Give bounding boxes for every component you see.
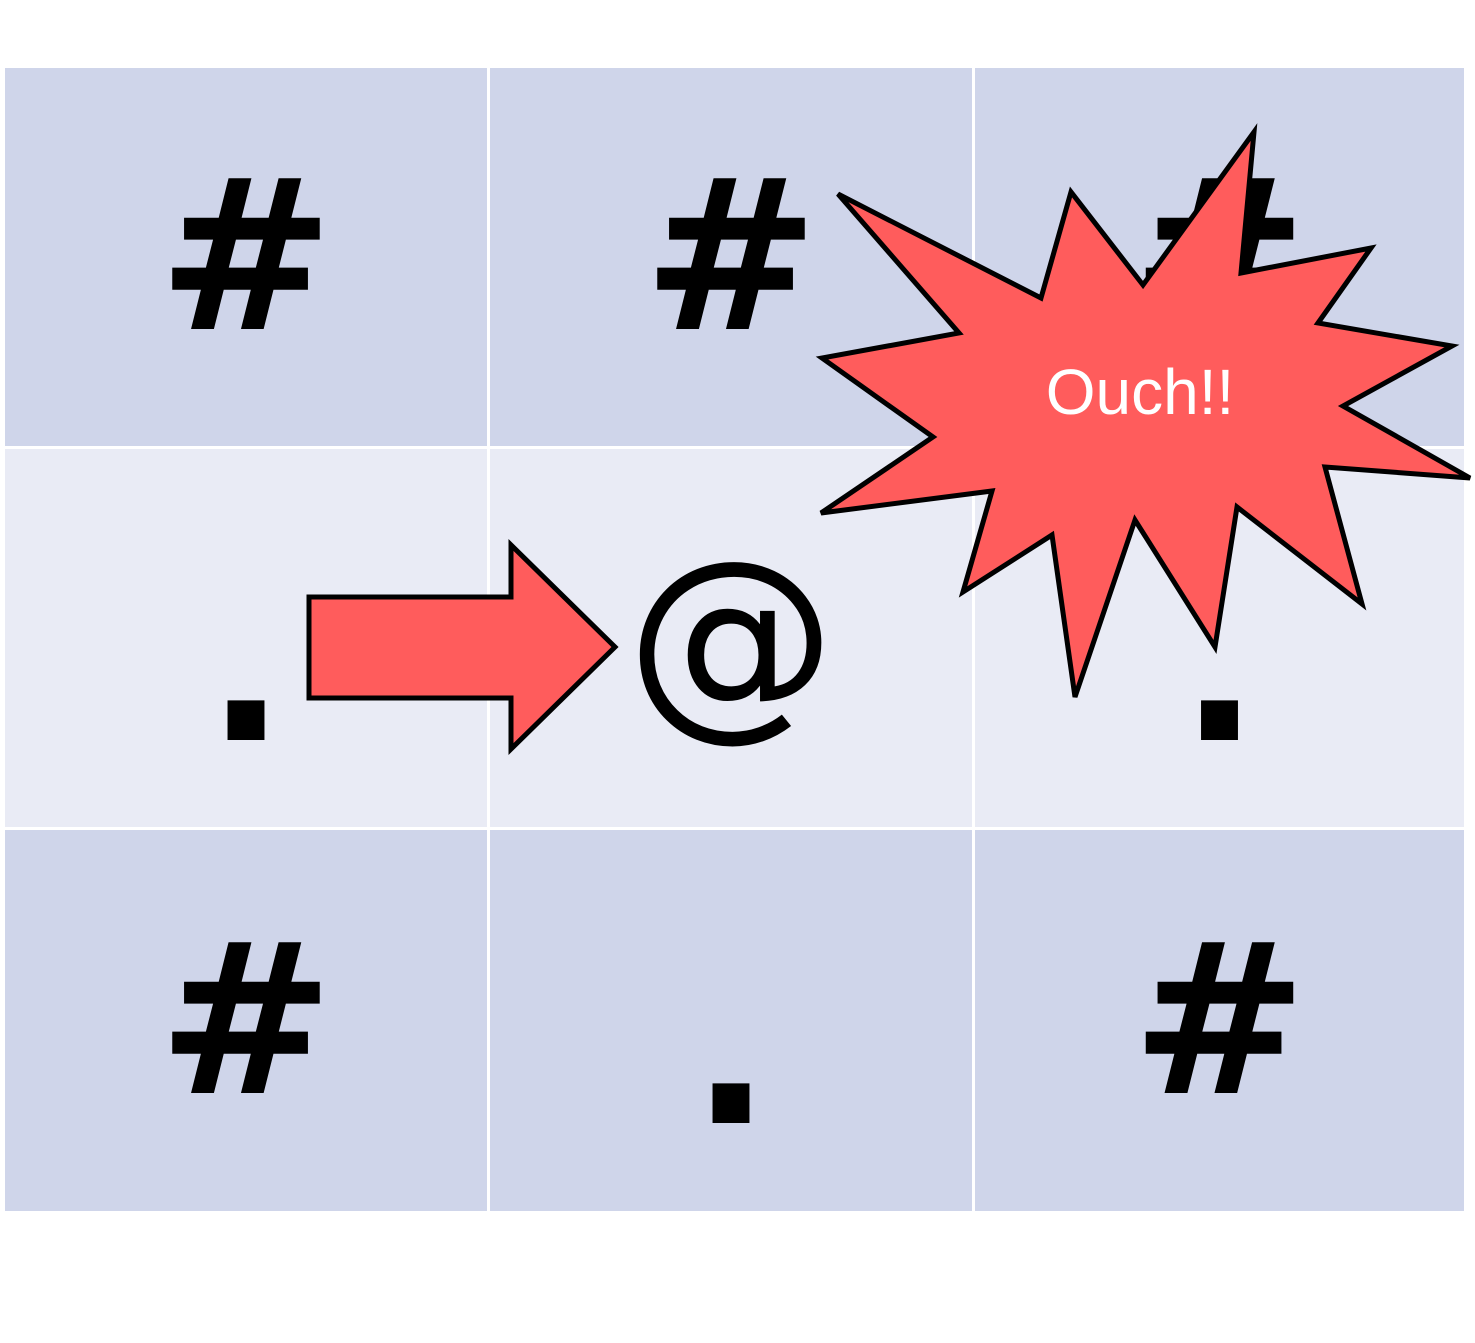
wall-glyph: # <box>158 134 334 379</box>
cell-r0-c1: # <box>490 68 975 449</box>
cell-r0-c0: # <box>5 68 490 449</box>
cell-r2-c0: # <box>5 830 490 1211</box>
floor-glyph: . <box>1179 545 1260 790</box>
cell-r1-c2: . <box>975 449 1464 830</box>
wall-glyph: # <box>643 134 819 379</box>
maze-grid: # # # . @ . # . # <box>5 68 1464 1211</box>
player-glyph: @ <box>626 515 836 760</box>
cell-r2-c1: . <box>490 830 975 1211</box>
wall-glyph: # <box>1131 134 1308 379</box>
wall-glyph: # <box>1131 897 1308 1143</box>
floor-glyph: . <box>691 927 771 1173</box>
cell-r1-c0: . <box>5 449 490 830</box>
ouch-callout-text: Ouch!! <box>1045 356 1235 428</box>
wall-glyph: # <box>158 897 334 1143</box>
cell-r2-c2: # <box>975 830 1464 1211</box>
floor-glyph: . <box>206 545 286 790</box>
cell-r1-c1: @ <box>490 449 975 830</box>
